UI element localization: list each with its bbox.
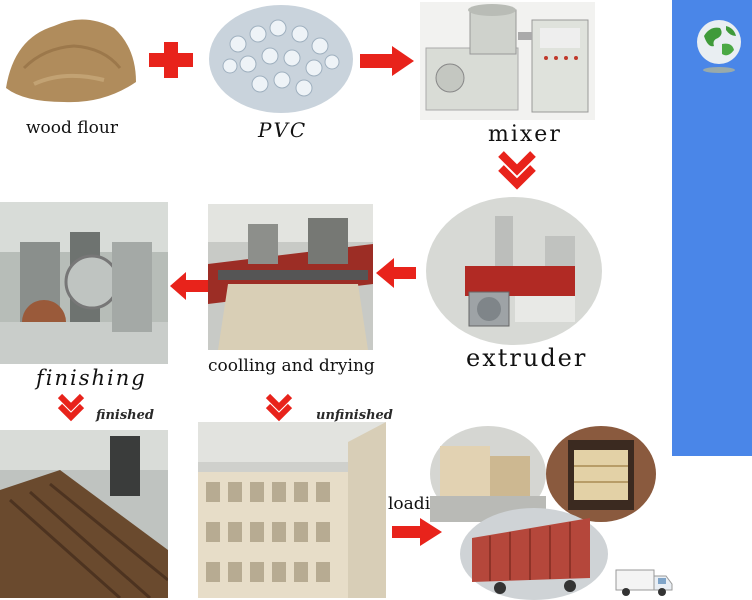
cooling-label: coolling and drying [208,356,375,376]
finishing-photo [0,202,168,364]
wood-flour-photo [4,8,138,106]
arrow-icon [360,46,414,76]
pvc-photo [208,4,354,114]
finished-label: finished [96,408,154,423]
mixer-photo [420,2,595,120]
pvc-label: PVC [258,118,307,142]
arrow-icon [392,518,442,546]
extruder-label: extruder [466,344,587,372]
plus-icon [147,40,195,80]
cooling-photo [208,204,373,350]
loading-photo-container-truck [460,508,608,600]
finishing-label: finishing [36,366,147,390]
arrow-icon [497,148,537,190]
arrow-icon [170,272,208,300]
mixer-label: mixer [488,122,562,147]
arrow-icon [56,392,86,422]
unfinished-profiles-photo [198,422,386,598]
finished-profiles-photo [0,430,168,598]
wood-flour-label: wood flour [26,118,118,138]
arrow-icon [376,258,416,288]
arrow-icon [264,392,294,422]
globe-icon [694,16,744,74]
unfinished-label: unfinished [316,408,393,423]
extruder-photo [425,196,603,346]
truck-icon [614,566,674,598]
